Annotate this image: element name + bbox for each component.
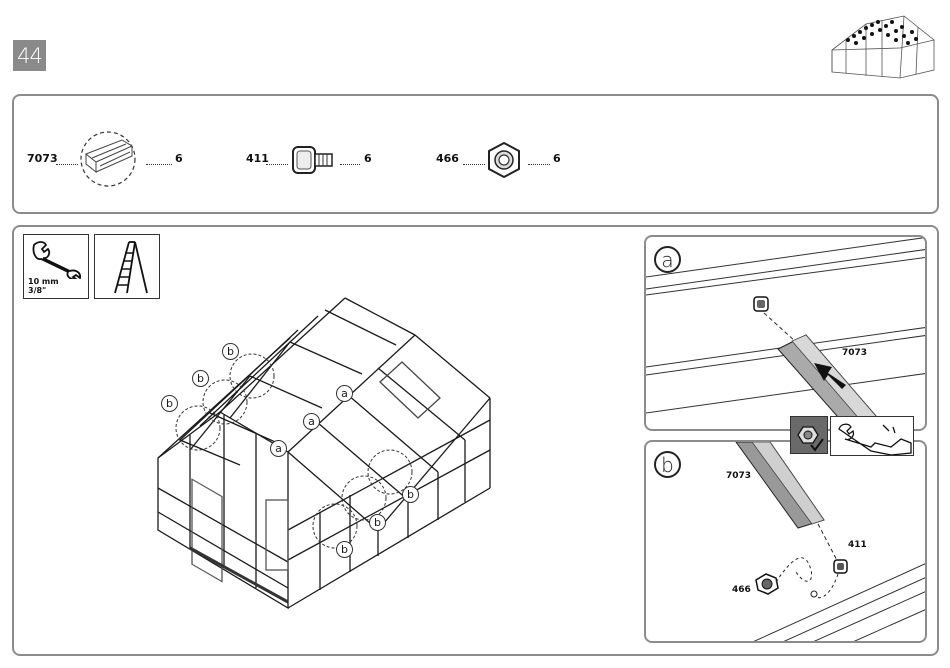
callout-a: a xyxy=(270,440,287,457)
callout-letter: b xyxy=(374,516,381,529)
detail-b-letter: b xyxy=(654,451,681,478)
callout-letter: b xyxy=(166,397,173,410)
nut-tighten-inset xyxy=(790,416,828,454)
detail-b-drawing xyxy=(646,442,927,643)
detail-b-bolt xyxy=(834,560,847,573)
callout-letter: b xyxy=(227,345,234,358)
part-dots xyxy=(146,164,172,165)
detail-panel-b: b 7073 411 466 xyxy=(644,440,927,643)
callout-letter: b xyxy=(407,488,414,501)
callout-b: b xyxy=(369,514,386,531)
part-qty-411: 6 xyxy=(364,152,372,165)
parts-panel xyxy=(12,94,939,214)
detail-b-label: b xyxy=(661,455,674,475)
greenhouse-assembly-drawing xyxy=(150,290,500,610)
callout-a: a xyxy=(303,413,320,430)
wrench-tool-box: 10 mm 3/8" xyxy=(23,234,89,299)
part-id-466: 466 xyxy=(436,152,459,165)
detail-a-bolt xyxy=(754,297,768,311)
step-number: 44 xyxy=(17,44,42,68)
part-dots xyxy=(340,164,360,165)
callout-b: b xyxy=(222,343,239,360)
nut-icon xyxy=(485,141,523,179)
callout-letter: a xyxy=(275,442,282,455)
part-dots xyxy=(463,164,485,165)
part-qty-7073: 6 xyxy=(175,152,183,165)
bolt-icon xyxy=(290,143,336,177)
callout-letter: a xyxy=(341,387,348,400)
part-dots xyxy=(528,164,550,165)
callout-letter: b xyxy=(341,543,348,556)
callout-letter: a xyxy=(308,415,315,428)
detail-panel-a: a 7073 xyxy=(644,235,927,431)
part-dots xyxy=(266,164,288,165)
step-number-badge: 44 xyxy=(13,40,46,71)
hand-wrench-icon xyxy=(831,417,913,455)
wrench-size-mm: 10 mm xyxy=(28,277,59,286)
detail-a-part: 7073 xyxy=(842,348,867,358)
profile-icon xyxy=(78,130,138,188)
detail-b-nut xyxy=(756,574,778,594)
tightened-nut-icon xyxy=(791,417,826,452)
part-qty-466: 6 xyxy=(553,152,561,165)
part-dots xyxy=(56,164,78,165)
wrench-icon xyxy=(30,239,84,279)
detail-b-part-bolt: 411 xyxy=(848,540,867,550)
ladder-icon xyxy=(105,239,151,295)
callout-b: b xyxy=(161,395,178,412)
callout-b: b xyxy=(192,370,209,387)
callout-b: b xyxy=(402,486,419,503)
wrench-size-in: 3/8" xyxy=(28,286,46,295)
part-id-7073: 7073 xyxy=(27,152,58,165)
greenhouse-location-icon xyxy=(826,10,938,82)
callout-letter: b xyxy=(197,372,204,385)
detail-b-part-nut: 466 xyxy=(732,585,751,595)
wrench-action-inset xyxy=(830,416,914,456)
detail-a-letter: a xyxy=(654,246,681,273)
callout-b: b xyxy=(336,541,353,558)
detail-a-drawing xyxy=(646,237,927,431)
detail-a-label: a xyxy=(661,250,673,270)
callout-a: a xyxy=(336,385,353,402)
detail-b-part-profile: 7073 xyxy=(726,471,751,481)
